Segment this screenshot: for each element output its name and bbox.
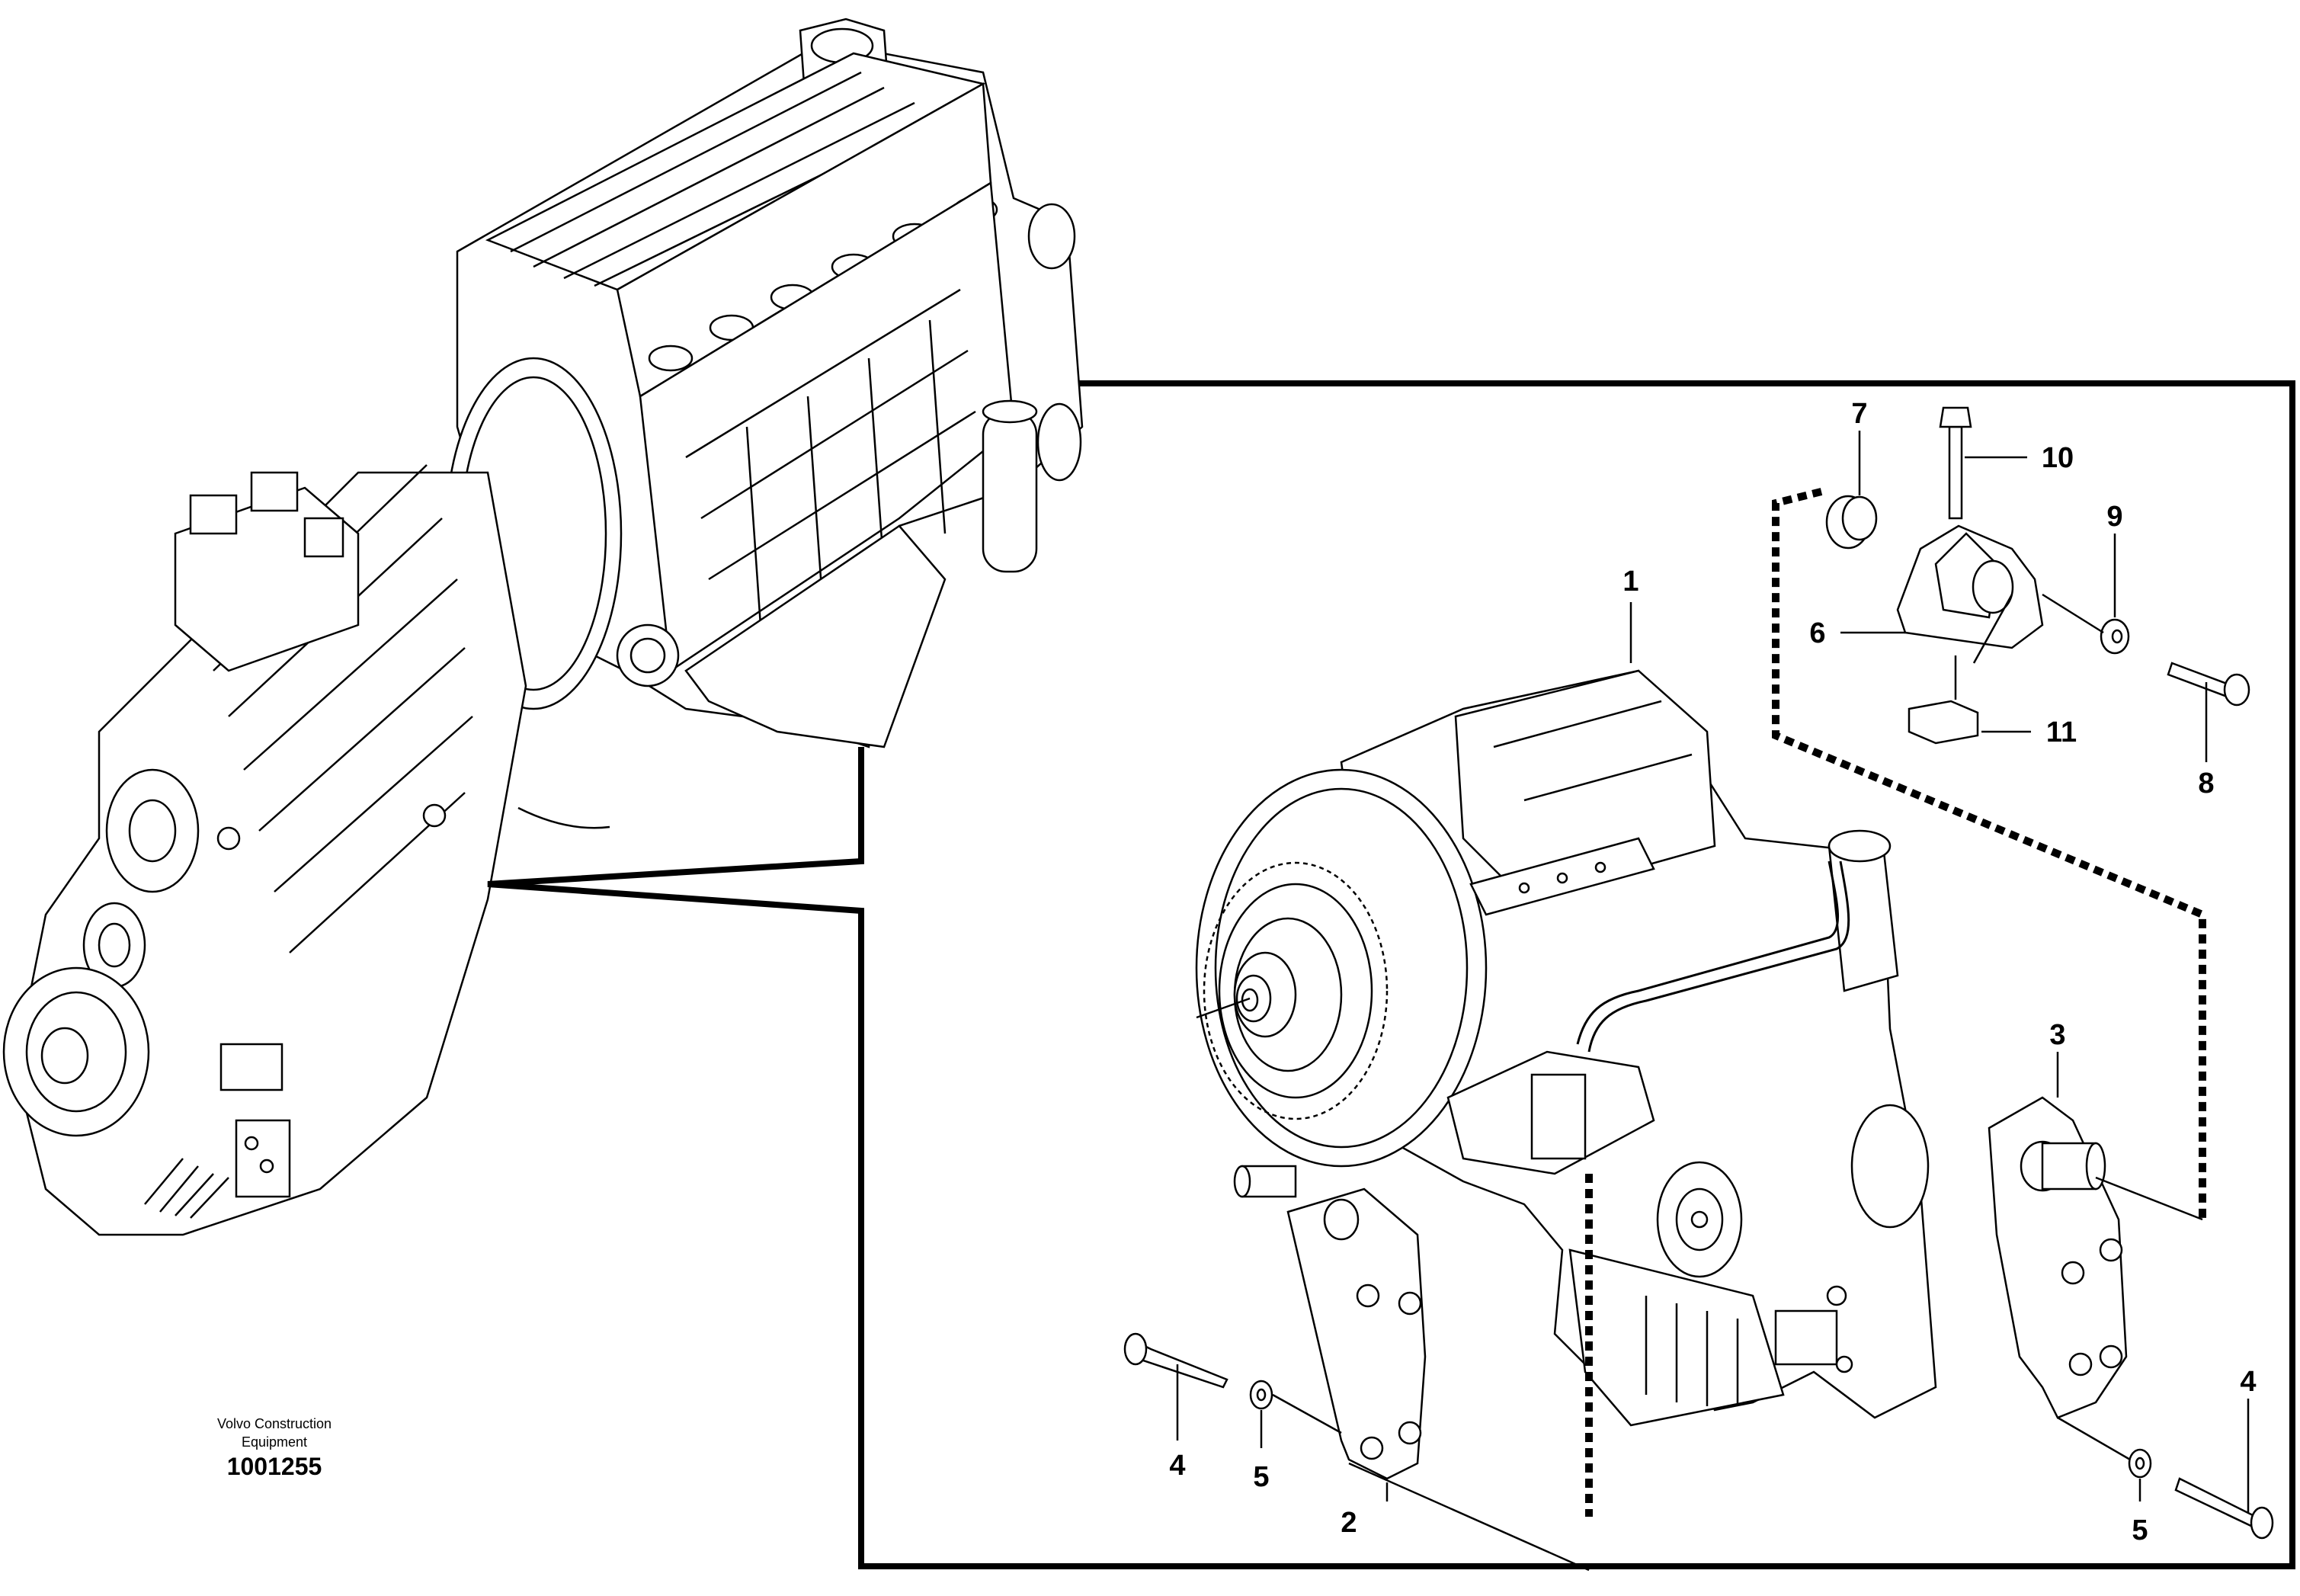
callout-7: 7 <box>1851 398 1867 430</box>
callout-5-right: 5 <box>2132 1514 2148 1546</box>
washer-left-part-5 <box>1249 1380 1273 1410</box>
rubber-bushing-part-7 <box>1825 495 1878 550</box>
bracket-part-2 <box>1233 1165 1427 1480</box>
callout-5-left: 5 <box>1253 1461 1269 1493</box>
bolt-left-part-4 <box>1123 1332 1228 1389</box>
bolt-part-8 <box>2167 662 2250 707</box>
mount-bracket-part-6 <box>1896 524 2044 649</box>
callout-4-left: 4 <box>1169 1450 1185 1482</box>
manufacturer-credit: Volvo Construction Equipment <box>191 1415 358 1451</box>
transmission-part-1 <box>1195 602 1937 1427</box>
engine-overview-illustration <box>2 18 1084 1236</box>
callout-1: 1 <box>1622 566 1639 598</box>
bracket-part-3 <box>1988 1096 2128 1419</box>
callout-10: 10 <box>2042 442 2074 474</box>
callout-11: 11 <box>2046 716 2077 748</box>
document-number: 1001255 <box>226 1453 322 1480</box>
bolt-right-part-4 <box>2174 1477 2274 1540</box>
callout-2: 2 <box>1341 1507 1357 1539</box>
callout-6: 6 <box>1809 617 1825 649</box>
detail-frame <box>487 380 2295 1569</box>
callout-3: 3 <box>2049 1019 2065 1051</box>
callout-8: 8 <box>2198 768 2214 800</box>
nut-part-11 <box>1908 700 1979 745</box>
callout-9: 9 <box>2106 501 2122 533</box>
credit-line-1: Volvo Construction <box>216 1416 332 1431</box>
bolt-part-10 <box>1939 406 1972 520</box>
credit-line-2: Equipment <box>241 1434 308 1450</box>
washer-right-part-5 <box>2128 1448 2152 1479</box>
washer-part-9 <box>2100 618 2130 655</box>
callout-4-right: 4 <box>2240 1366 2256 1398</box>
callout-labels: 1 2 3 4 4 5 5 6 7 8 9 10 11 <box>1169 398 2256 1546</box>
leader-lines <box>1176 431 2250 1572</box>
dashed-mount-outline-upper <box>1772 488 2206 1219</box>
